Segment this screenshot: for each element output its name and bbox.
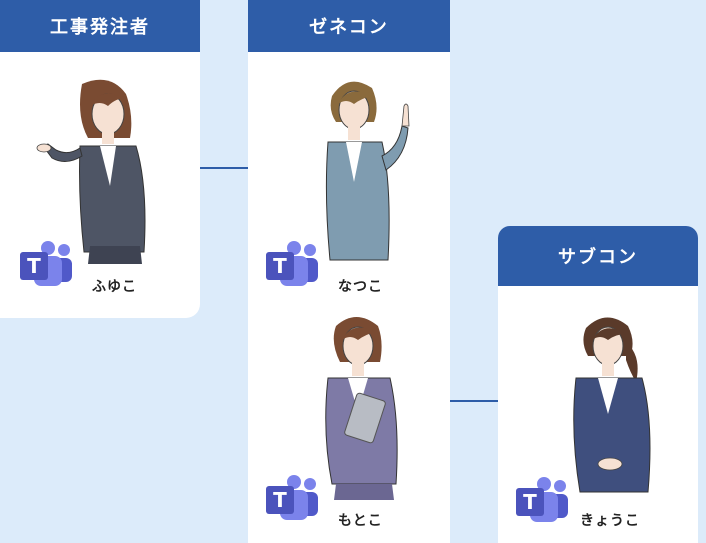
name-natsuko: なつこ [338,279,383,295]
client-card: 工事発注者 T ふゆこ [0,0,200,318]
subcontractor-header: サブコン [498,226,698,286]
teams-icon-letter: T [273,488,287,512]
subcontractor-card: サブコン T きょうこ [498,226,698,543]
name-motoko: もとこ [338,513,383,529]
teams-icon-letter: T [27,254,41,278]
teams-icon: T [516,477,568,522]
teams-icon: T [20,241,72,286]
fuyuko-illustration [36,79,146,264]
client-header: 工事発注者 [0,0,200,52]
teams-icon: T [266,241,318,286]
general-contractor-header: ゼネコン [248,0,450,52]
motoko-illustration [325,317,398,500]
teams-icon-letter: T [523,490,537,514]
kyouko-illustration [573,317,651,493]
name-fuyuko: ふゆこ [92,279,137,295]
teams-icon: T [266,475,318,520]
general-contractor-card: ゼネコン T なつこ T [248,0,450,543]
natsuko-illustration [325,81,410,261]
teams-icon-letter: T [273,254,287,278]
name-kyouko: きょうこ [580,513,640,529]
